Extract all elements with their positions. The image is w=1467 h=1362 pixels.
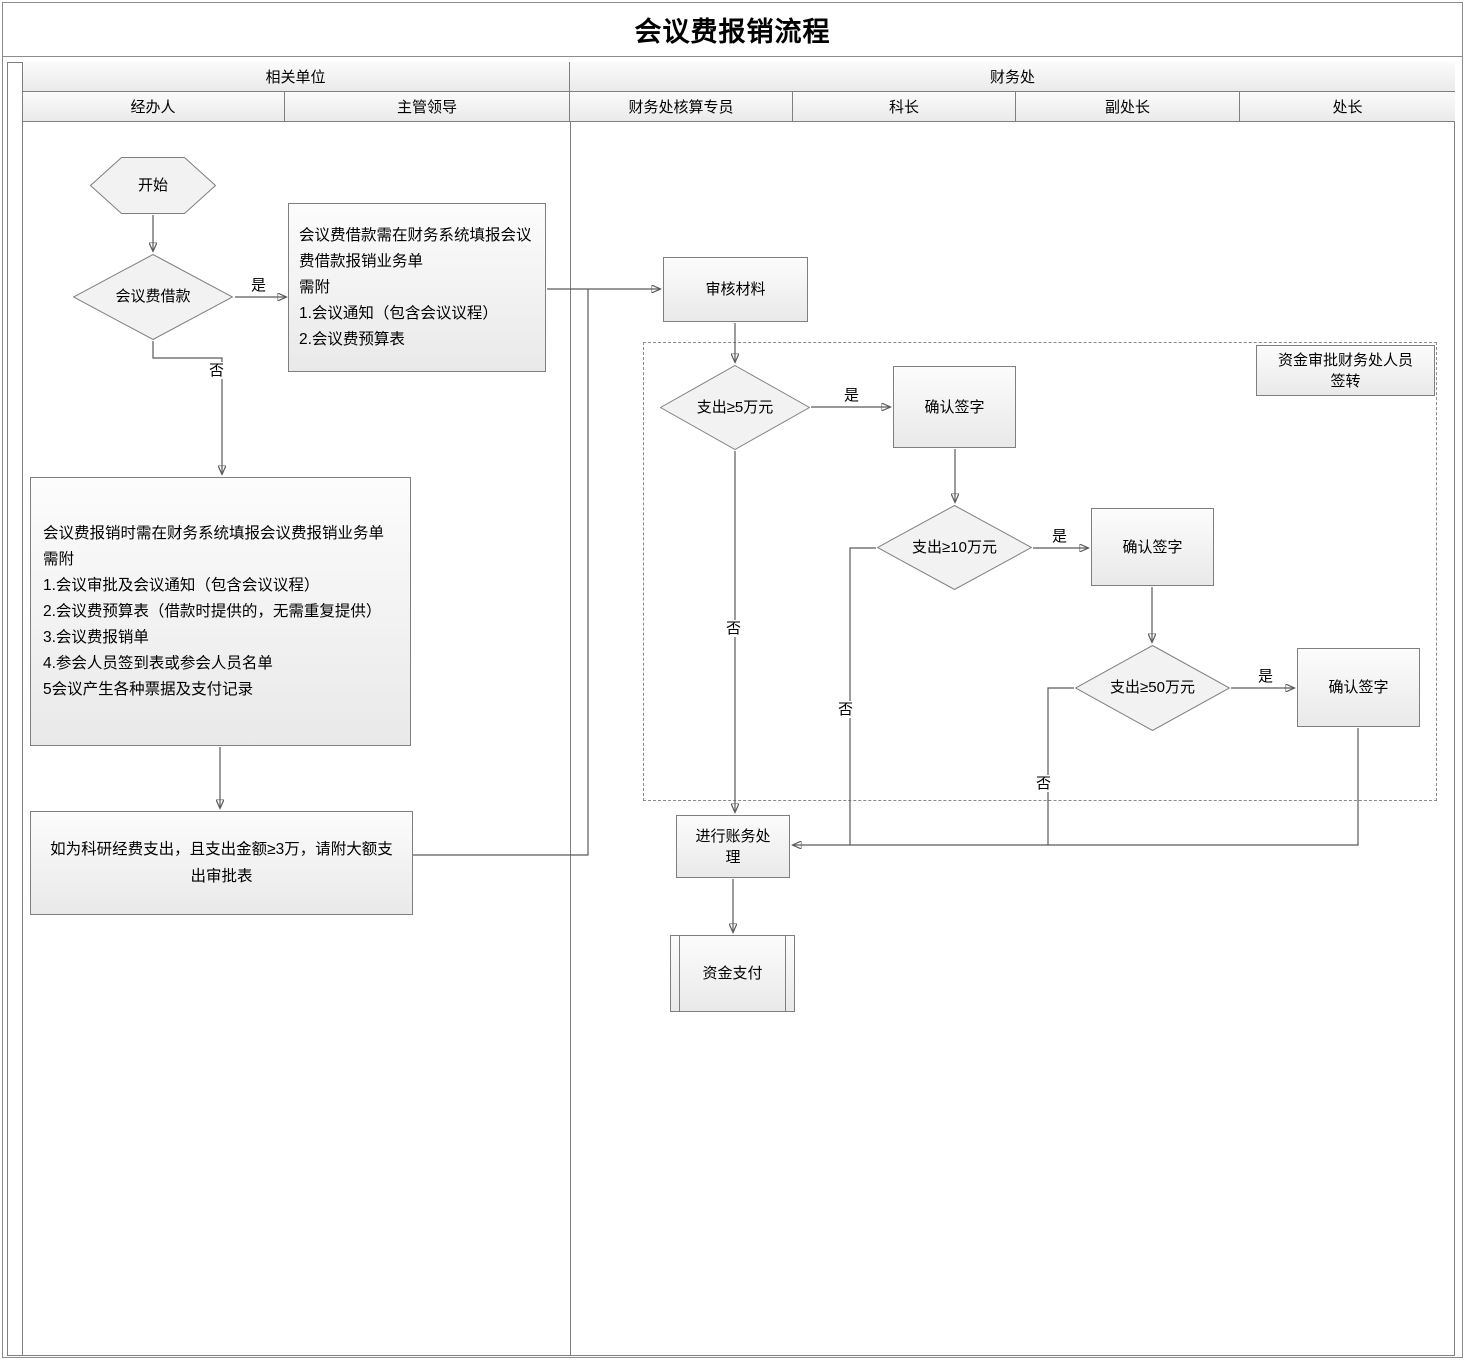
edge-label-no-5w: 否 <box>724 620 744 637</box>
reimburse-note-box: 会议费报销时需在财务系统填报会议费报销业务单 需附 1.会议审批及会议通知（包含… <box>30 477 411 746</box>
expense-ge-10w-label: 支出≥10万元 <box>912 538 997 556</box>
accounting-process-box: 进行账务处理 <box>676 815 790 878</box>
loan-decision-label: 会议费借款 <box>115 288 191 305</box>
edge-label-no-10w: 否 <box>836 701 856 718</box>
lane-header-section-chief: 科长 <box>793 92 1016 122</box>
lane-header-accounting-specialist: 财务处核算专员 <box>570 92 793 122</box>
accounting-process-label: 进行账务处理 <box>695 827 771 866</box>
edge-label-yes-loan: 是 <box>249 277 269 294</box>
large-expense-note-text: 如为科研经费支出，且支出金额≥3万，请附大额支出审批表 <box>50 841 393 885</box>
lane-group-related-unit: 相关单位 <box>22 62 570 92</box>
confirm-sign-label-3: 确认签字 <box>1328 679 1389 696</box>
confirm-sign-box-2: 确认签字 <box>1091 508 1214 586</box>
flowchart-title: 会议费报销流程 <box>3 3 1462 57</box>
confirm-sign-box-1: 确认签字 <box>893 366 1016 448</box>
large-expense-note-box: 如为科研经费支出，且支出金额≥3万，请附大额支出审批表 <box>30 811 413 915</box>
edge-label-yes-5w: 是 <box>842 387 862 404</box>
reimburse-note-text: 会议费报销时需在财务系统填报会议费报销业务单 需附 1.会议审批及会议通知（包含… <box>43 524 385 698</box>
start-node: 开始 <box>90 157 216 214</box>
edge-label-no-loan: 否 <box>207 362 227 379</box>
lane-header-deputy-director: 副处长 <box>1016 92 1240 122</box>
confirm-sign-box-3: 确认签字 <box>1297 648 1420 727</box>
lane-header-director: 处长 <box>1240 92 1455 122</box>
confirm-sign-label-1: 确认签字 <box>924 398 985 416</box>
expense-ge-5w-diamond: 支出≥5万元 <box>660 365 810 450</box>
expense-ge-50w-diamond: 支出≥50万元 <box>1075 645 1230 731</box>
lane-header-supervisor: 主管领导 <box>285 92 570 122</box>
edge-label-no-50w: 否 <box>1034 775 1054 792</box>
expense-ge-5w-label: 支出≥5万元 <box>696 398 774 416</box>
loan-note-box: 会议费借款需在财务系统填报会议费借款报销业务单 需附 1.会议通知（包含会议议程… <box>288 203 546 372</box>
edge-label-yes-50w: 是 <box>1256 668 1276 685</box>
fund-approval-label-text: 资金审批财务处人员签转 <box>1277 351 1413 390</box>
start-label: 开始 <box>137 176 168 194</box>
lane-separator-line <box>570 122 571 1356</box>
review-materials-box: 审核材料 <box>663 257 808 322</box>
expense-ge-50w-label: 支出≥50万元 <box>1110 679 1195 696</box>
fund-approval-label-box: 资金审批财务处人员签转 <box>1256 345 1435 396</box>
lane-header-handler: 经办人 <box>22 92 285 122</box>
lane-group-finance: 财务处 <box>570 62 1455 92</box>
fund-payment-box: 资金支付 <box>670 935 795 1012</box>
fund-payment-label: 资金支付 <box>702 965 763 982</box>
loan-note-text: 会议费借款需在财务系统填报会议费借款报销业务单 需附 1.会议通知（包含会议议程… <box>299 226 532 348</box>
margin-strip-line <box>22 62 23 1356</box>
review-materials-label: 审核材料 <box>705 281 766 298</box>
loan-decision-diamond: 会议费借款 <box>73 254 233 340</box>
expense-ge-10w-diamond: 支出≥10万元 <box>877 505 1032 590</box>
confirm-sign-label-2: 确认签字 <box>1122 538 1183 556</box>
edge-label-yes-10w: 是 <box>1050 528 1070 545</box>
